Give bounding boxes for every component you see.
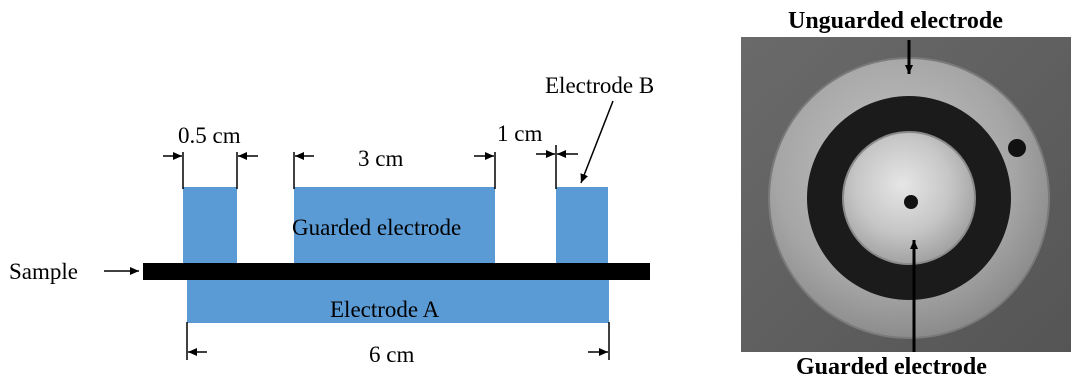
- dimension-label-center-width: 3 cm: [358, 146, 404, 171]
- dimension-label-right-gap: 1 cm: [497, 121, 543, 146]
- sample-bar: [143, 263, 650, 280]
- dimension-0-5cm: [163, 152, 258, 189]
- electrode-b-arrow: [580, 100, 614, 184]
- guarded-electrode-block: [294, 187, 495, 267]
- electrode-a-label: Electrode A: [330, 297, 440, 322]
- center-hole: [904, 195, 918, 209]
- side-hole: [1008, 139, 1026, 157]
- dimension-6cm: [186, 322, 610, 360]
- dimension-1cm: [536, 145, 578, 189]
- guarded-electrode-label: Guarded electrode: [292, 215, 462, 240]
- electrode-b-label: Electrode B: [545, 73, 655, 98]
- dimension-label-left-gap: 0.5 cm: [178, 123, 241, 148]
- left-guard-block: [183, 187, 237, 267]
- dimension-label-total-width: 6 cm: [369, 342, 415, 367]
- schematic: [104, 100, 650, 360]
- electrode-photo: [741, 37, 1071, 352]
- photo-top-label: Unguarded electrode: [788, 8, 1003, 34]
- photo-bottom-label: Guarded electrode: [796, 354, 987, 380]
- sample-label: Sample: [9, 259, 78, 284]
- dimension-3cm: [293, 152, 496, 189]
- electrode-b-block: [556, 187, 608, 267]
